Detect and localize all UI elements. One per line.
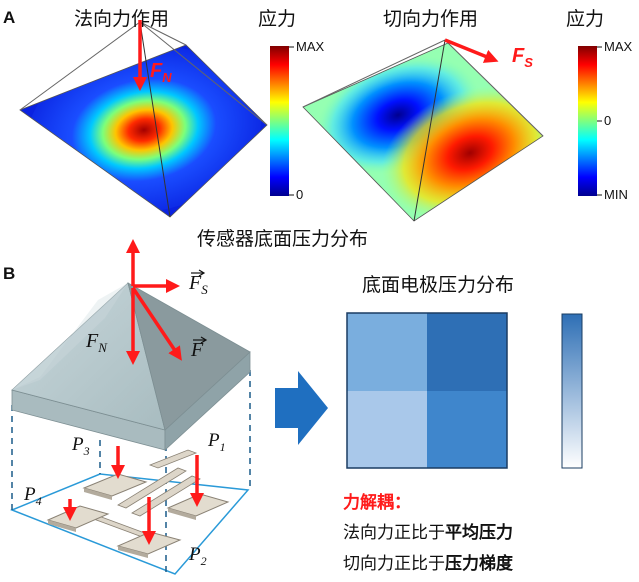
shear-force-plate xyxy=(302,39,544,222)
normal-force-title: 法向力作用 xyxy=(74,8,170,30)
stress-colorbar-left xyxy=(270,46,289,196)
fn-label-b: FN xyxy=(86,330,107,355)
pressure-colorbar xyxy=(561,313,583,469)
panel-letter-b: B xyxy=(3,264,16,283)
pressure-distribution-caption: 传感器底面压力分布 xyxy=(197,228,369,250)
p1-label: P1 xyxy=(208,430,226,454)
shear-proportional-line: 切向力正比于压力梯度 xyxy=(343,554,513,574)
normal-force-plate xyxy=(19,21,268,218)
right-cbar-min: MIN xyxy=(604,187,628,202)
shear-force-title: 切向力作用 xyxy=(383,8,479,30)
stress-title-left: 应力 xyxy=(258,8,297,30)
sensor-3d-model xyxy=(9,282,251,575)
fn-label-a: FN xyxy=(150,60,172,85)
fs-label-a: FS xyxy=(512,45,533,70)
stress-title-right: 应力 xyxy=(566,8,605,30)
resultant-f-arrow xyxy=(131,287,182,361)
left-cbar-max: MAX xyxy=(296,39,325,54)
fs-label-b: FS xyxy=(189,272,208,297)
left-cbar-min: 0 xyxy=(296,187,304,202)
shear-force-arrow xyxy=(444,38,499,63)
stress-colorbar-right xyxy=(578,46,597,196)
right-cbar-mid: 0 xyxy=(604,113,612,128)
p2-label: P2 xyxy=(189,544,207,568)
panel-letter-a: A xyxy=(3,8,16,27)
p4-label: P4 xyxy=(24,484,42,508)
right-cbar-max: MAX xyxy=(604,39,633,54)
transition-arrow xyxy=(275,371,328,445)
f-label-b: F xyxy=(191,339,204,361)
decouple-title: 力解耦： xyxy=(343,493,411,513)
electrode-pressure-grid xyxy=(346,312,508,469)
electrode-grid-title: 底面电极压力分布 xyxy=(362,274,515,296)
p3-label: P3 xyxy=(72,434,90,458)
normal-proportional-line: 法向力正比于平均压力 xyxy=(343,523,513,543)
